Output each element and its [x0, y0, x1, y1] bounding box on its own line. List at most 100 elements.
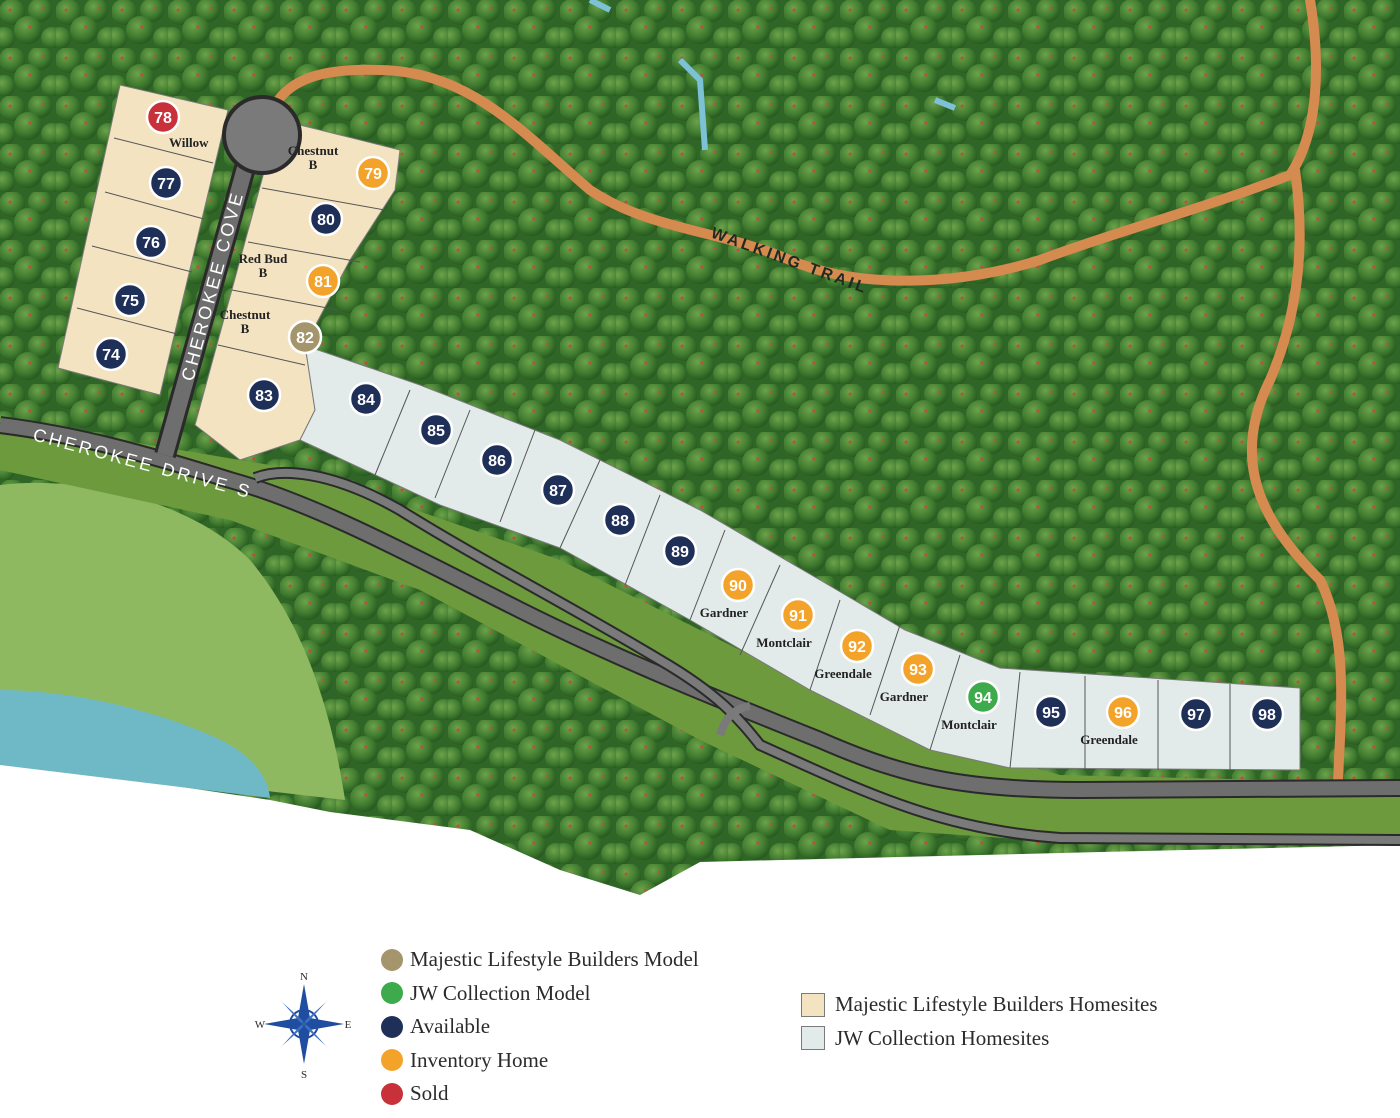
lot-marker-95[interactable]: 95: [1033, 694, 1069, 730]
lot-number: 81: [314, 274, 332, 291]
lot-marker-77[interactable]: 77: [148, 165, 184, 201]
lot-badge[interactable]: [246, 377, 282, 413]
lot-marker-98[interactable]: 98: [1249, 696, 1285, 732]
legend-item-model-jw: JW Collection Model: [381, 977, 699, 1011]
lot-badge[interactable]: [145, 99, 181, 135]
lot-number: 78: [154, 110, 172, 127]
lot-number: 75: [121, 293, 139, 310]
legend-dot: [381, 1049, 403, 1072]
creek: [588, 0, 957, 151]
lot-number: 94: [974, 690, 992, 707]
lot-marker-84[interactable]: 84: [348, 381, 384, 417]
plan-name: Gardner: [700, 605, 749, 620]
legend-item-sold: Sold: [381, 1077, 699, 1111]
legend-label: JW Collection Homesites: [835, 1025, 1050, 1050]
compass-e: E: [345, 1019, 352, 1031]
lot-marker-85[interactable]: 85: [418, 412, 454, 448]
lot-badge[interactable]: [418, 412, 454, 448]
lot-marker-76[interactable]: 76: [133, 224, 169, 260]
lot-badge[interactable]: [900, 651, 936, 687]
lot-marker-89[interactable]: 89: [662, 533, 698, 569]
legend-swatch: [801, 1026, 825, 1051]
lot-badge[interactable]: [720, 567, 756, 603]
lot-number: 74: [102, 347, 120, 364]
compass-n: N: [300, 971, 308, 983]
lot-badge[interactable]: [839, 628, 875, 664]
lot-number: 89: [671, 544, 689, 561]
lot-marker-86[interactable]: 86: [479, 442, 515, 478]
lot-badge[interactable]: [540, 472, 576, 508]
zone-legend: Majestic Lifestyle Builders Homesites JW …: [801, 988, 1158, 1055]
lot-number: 97: [1187, 707, 1205, 724]
lot-number: 82: [296, 330, 314, 347]
legend-label: JW Collection Model: [410, 980, 591, 1005]
lot-number: 95: [1042, 705, 1060, 722]
plan-variant: B: [259, 265, 268, 280]
lot-badge[interactable]: [148, 165, 184, 201]
plan-variant: B: [309, 157, 318, 172]
lot-badge[interactable]: [133, 224, 169, 260]
plan-variant: B: [241, 321, 250, 336]
lot-number: 84: [357, 392, 375, 409]
legend-label: Majestic Lifestyle Builders Model: [410, 947, 699, 972]
lot-marker-97[interactable]: 97: [1178, 696, 1214, 732]
plan-name: Gardner: [880, 689, 929, 704]
lot-dividers: [76, 137, 1231, 770]
plan-name: Chestnut: [288, 143, 339, 158]
lot-badge[interactable]: [479, 442, 515, 478]
lot-badge[interactable]: [93, 336, 129, 372]
lot-marker-83[interactable]: 83: [246, 377, 282, 413]
lot-marker-88[interactable]: 88: [602, 502, 638, 538]
lot-badge[interactable]: [308, 201, 344, 237]
lot-badge[interactable]: [355, 155, 391, 191]
legend-dot: [381, 1082, 403, 1105]
lot-badge[interactable]: [287, 319, 323, 355]
lot-badge[interactable]: [1178, 696, 1214, 732]
lot-marker-74[interactable]: 74: [93, 336, 129, 372]
lot-badge[interactable]: [305, 263, 341, 299]
status-legend: Majestic Lifestyle Builders Model JW Coll…: [381, 943, 699, 1111]
legend-label: Sold: [410, 1081, 449, 1106]
compass-rose: N S W E: [255, 971, 352, 1080]
plan-name: Montclair: [756, 635, 812, 650]
lot-marker-75[interactable]: 75: [112, 282, 148, 318]
legend-item-jw-zone: JW Collection Homesites: [801, 1022, 1158, 1056]
lot-marker-87[interactable]: 87: [540, 472, 576, 508]
lot-number: 96: [1114, 705, 1132, 722]
walking-trail: [270, 0, 1347, 788]
lot-number: 88: [611, 513, 629, 530]
lot-number: 87: [549, 483, 567, 500]
legend-item-model-majestic: Majestic Lifestyle Builders Model: [381, 943, 699, 977]
lot-badge[interactable]: [112, 282, 148, 318]
lot-badge[interactable]: [602, 502, 638, 538]
pond: [0, 690, 270, 798]
lot-badge[interactable]: [965, 679, 1001, 715]
lot-badge[interactable]: [1105, 694, 1141, 730]
lot-number: 92: [848, 639, 866, 656]
lot-badge[interactable]: [662, 533, 698, 569]
lot-marker-80[interactable]: 80: [308, 201, 344, 237]
lot-badge[interactable]: [348, 381, 384, 417]
legend-dot: [381, 1015, 403, 1038]
legend-item-available: Available: [381, 1010, 699, 1044]
plan-name: Red Bud: [239, 251, 289, 266]
legend-swatch: [801, 992, 825, 1017]
lot-badge[interactable]: [1249, 696, 1285, 732]
lot-number: 80: [317, 212, 335, 229]
plan-name: Greendale: [1080, 732, 1138, 747]
legend-item-majestic-zone: Majestic Lifestyle Builders Homesites: [801, 988, 1158, 1022]
lot-badge[interactable]: [1033, 694, 1069, 730]
lot-badge[interactable]: [780, 597, 816, 633]
lot-number: 93: [909, 662, 927, 679]
